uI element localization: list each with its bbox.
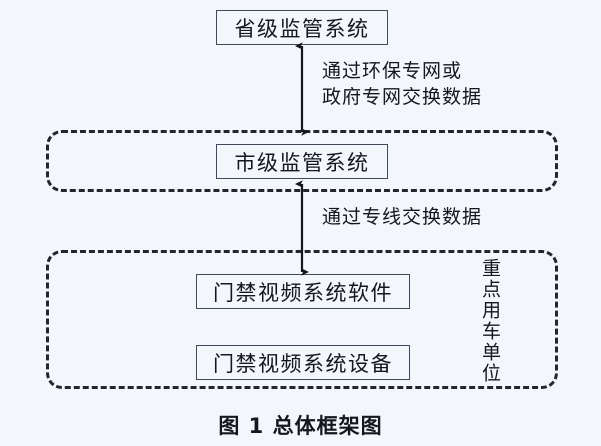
node-municipal-system[interactable]: 市级监管系统 [216,144,388,179]
edge-label-provincial-to-municipal: 通过环保专网或 政府专网交换数据 [322,58,482,110]
edge-label-provincial-line2: 政府专网交换数据 [322,86,483,108]
figure-caption: 图 1 总体框架图 [218,414,383,438]
node-provincial-system[interactable]: 省级监管系统 [216,10,388,45]
edge-label-provincial-line1: 通过环保专网或 [322,60,463,82]
node-access-video-software-label: 门禁视频系统软件 [213,280,393,305]
node-municipal-system-label: 市级监管系统 [234,150,370,175]
node-access-video-software[interactable]: 门禁视频系统软件 [196,274,410,309]
node-provincial-system-label: 省级监管系统 [234,16,370,41]
group-key-vehicle-unit-label: 重点用车单位 [479,258,501,384]
edge-label-municipal-line1: 通过专线交换数据 [322,206,483,228]
node-access-video-equipment-label: 门禁视频系统设备 [213,351,393,376]
edge-label-municipal-to-unit: 通过专线交换数据 [322,204,482,230]
node-access-video-equipment[interactable]: 门禁视频系统设备 [196,345,410,380]
